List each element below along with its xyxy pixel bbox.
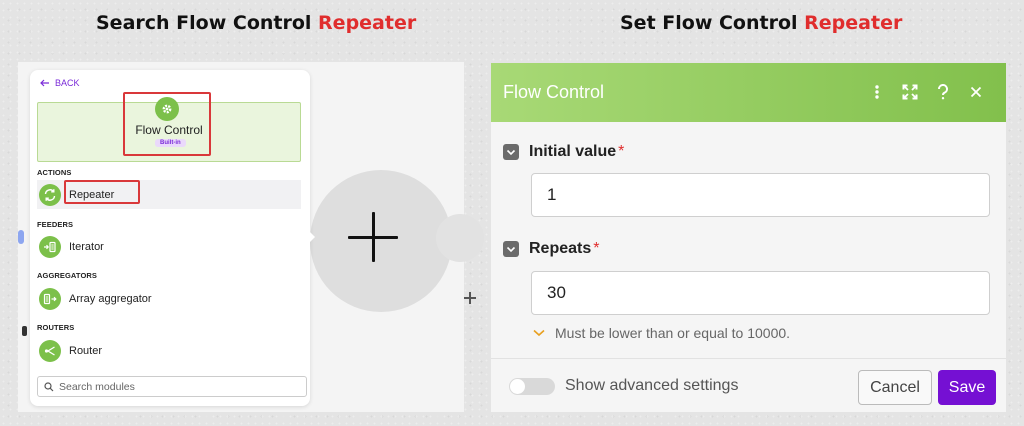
hint-text: Must be lower than or equal to 10000. <box>555 325 791 341</box>
module-item-iterator[interactable]: Iterator <box>37 232 301 261</box>
required-marker: * <box>593 240 600 257</box>
section-label-feeders: FEEDERS <box>37 220 74 229</box>
left-heading: Search Flow Control Repeater <box>96 12 416 34</box>
edge-marker <box>22 326 27 336</box>
module-item-repeater[interactable]: Repeater <box>37 180 301 209</box>
module-label: Repeater <box>69 188 115 201</box>
module-label: Iterator <box>69 240 104 253</box>
repeats-hint[interactable]: Must be lower than or equal to 10000. <box>533 325 790 341</box>
panel-pointer <box>308 230 315 244</box>
right-heading: Set Flow Control Repeater <box>620 12 902 34</box>
close-icon[interactable] <box>959 80 992 104</box>
highlight-box-app <box>123 92 211 156</box>
initial-value-label-text: Initial value <box>529 143 617 160</box>
add-module-node[interactable] <box>310 170 452 312</box>
collapse-chevron-icon[interactable] <box>503 241 519 257</box>
module-item-router[interactable]: Router <box>37 336 301 365</box>
aggregator-icon <box>39 287 61 310</box>
repeat-icon <box>39 183 61 206</box>
toggle-knob <box>510 379 525 394</box>
add-next-node[interactable] <box>436 214 484 262</box>
save-button[interactable]: Save <box>938 370 996 405</box>
right-heading-text: Set Flow Control <box>620 12 798 34</box>
built-in-badge: Built-in <box>155 139 186 147</box>
back-link[interactable]: BACK <box>40 78 80 88</box>
chevron-down-icon <box>533 329 545 337</box>
search-modules-input[interactable] <box>59 380 279 393</box>
module-label: Router <box>69 344 103 357</box>
module-item-array-aggregator[interactable]: Array aggregator <box>37 284 301 313</box>
repeats-field-header[interactable]: Repeats* <box>503 240 599 258</box>
gear-icon <box>155 97 179 121</box>
footer-divider <box>491 358 1006 359</box>
small-plus-icon[interactable] <box>464 292 476 304</box>
left-heading-text: Search Flow Control <box>96 12 312 34</box>
cancel-button[interactable]: Cancel <box>858 370 932 405</box>
more-options-icon[interactable] <box>860 80 893 104</box>
module-picker-panel: BACK Flow Control Built-in ACTIONS Repea… <box>30 70 310 406</box>
expand-icon[interactable] <box>893 80 926 104</box>
section-label-aggregators: AGGREGATORS <box>37 271 97 280</box>
plus-icon[interactable] <box>348 212 398 262</box>
section-label-actions: ACTIONS <box>37 168 72 177</box>
repeats-label-text: Repeats <box>529 240 592 257</box>
search-icon <box>44 381 54 391</box>
help-icon[interactable] <box>926 80 959 104</box>
arrow-left-icon <box>40 79 49 87</box>
repeats-label: Repeats* <box>529 240 599 258</box>
search-modules-box[interactable] <box>37 376 307 397</box>
initial-value-label: Initial value* <box>529 143 624 161</box>
advanced-settings-toggle[interactable] <box>509 378 555 395</box>
back-label: BACK <box>55 78 80 88</box>
highlight-box-repeater <box>64 180 140 204</box>
required-marker: * <box>618 143 625 160</box>
flow-control-dialog: Flow Control Initial value* <box>491 63 1006 412</box>
router-icon <box>39 339 61 362</box>
initial-value-input[interactable] <box>531 173 990 217</box>
right-heading-accent: Repeater <box>804 12 903 34</box>
module-label: Array aggregator <box>69 292 152 305</box>
dialog-header-actions <box>860 80 992 104</box>
initial-value-field-header[interactable]: Initial value* <box>503 143 624 161</box>
app-card-flow-control[interactable]: Flow Control Built-in <box>37 97 301 162</box>
dialog-title: Flow Control <box>503 82 605 102</box>
left-heading-accent: Repeater <box>318 12 417 34</box>
dialog-header: Flow Control <box>491 63 1006 122</box>
section-label-routers: ROUTERS <box>37 323 75 332</box>
iterator-icon <box>39 235 61 258</box>
collapse-chevron-icon[interactable] <box>503 144 519 160</box>
connection-handle[interactable] <box>18 230 24 244</box>
app-name: Flow Control <box>135 123 203 137</box>
advanced-settings-label: Show advanced settings <box>565 377 739 394</box>
repeats-input[interactable] <box>531 271 990 315</box>
